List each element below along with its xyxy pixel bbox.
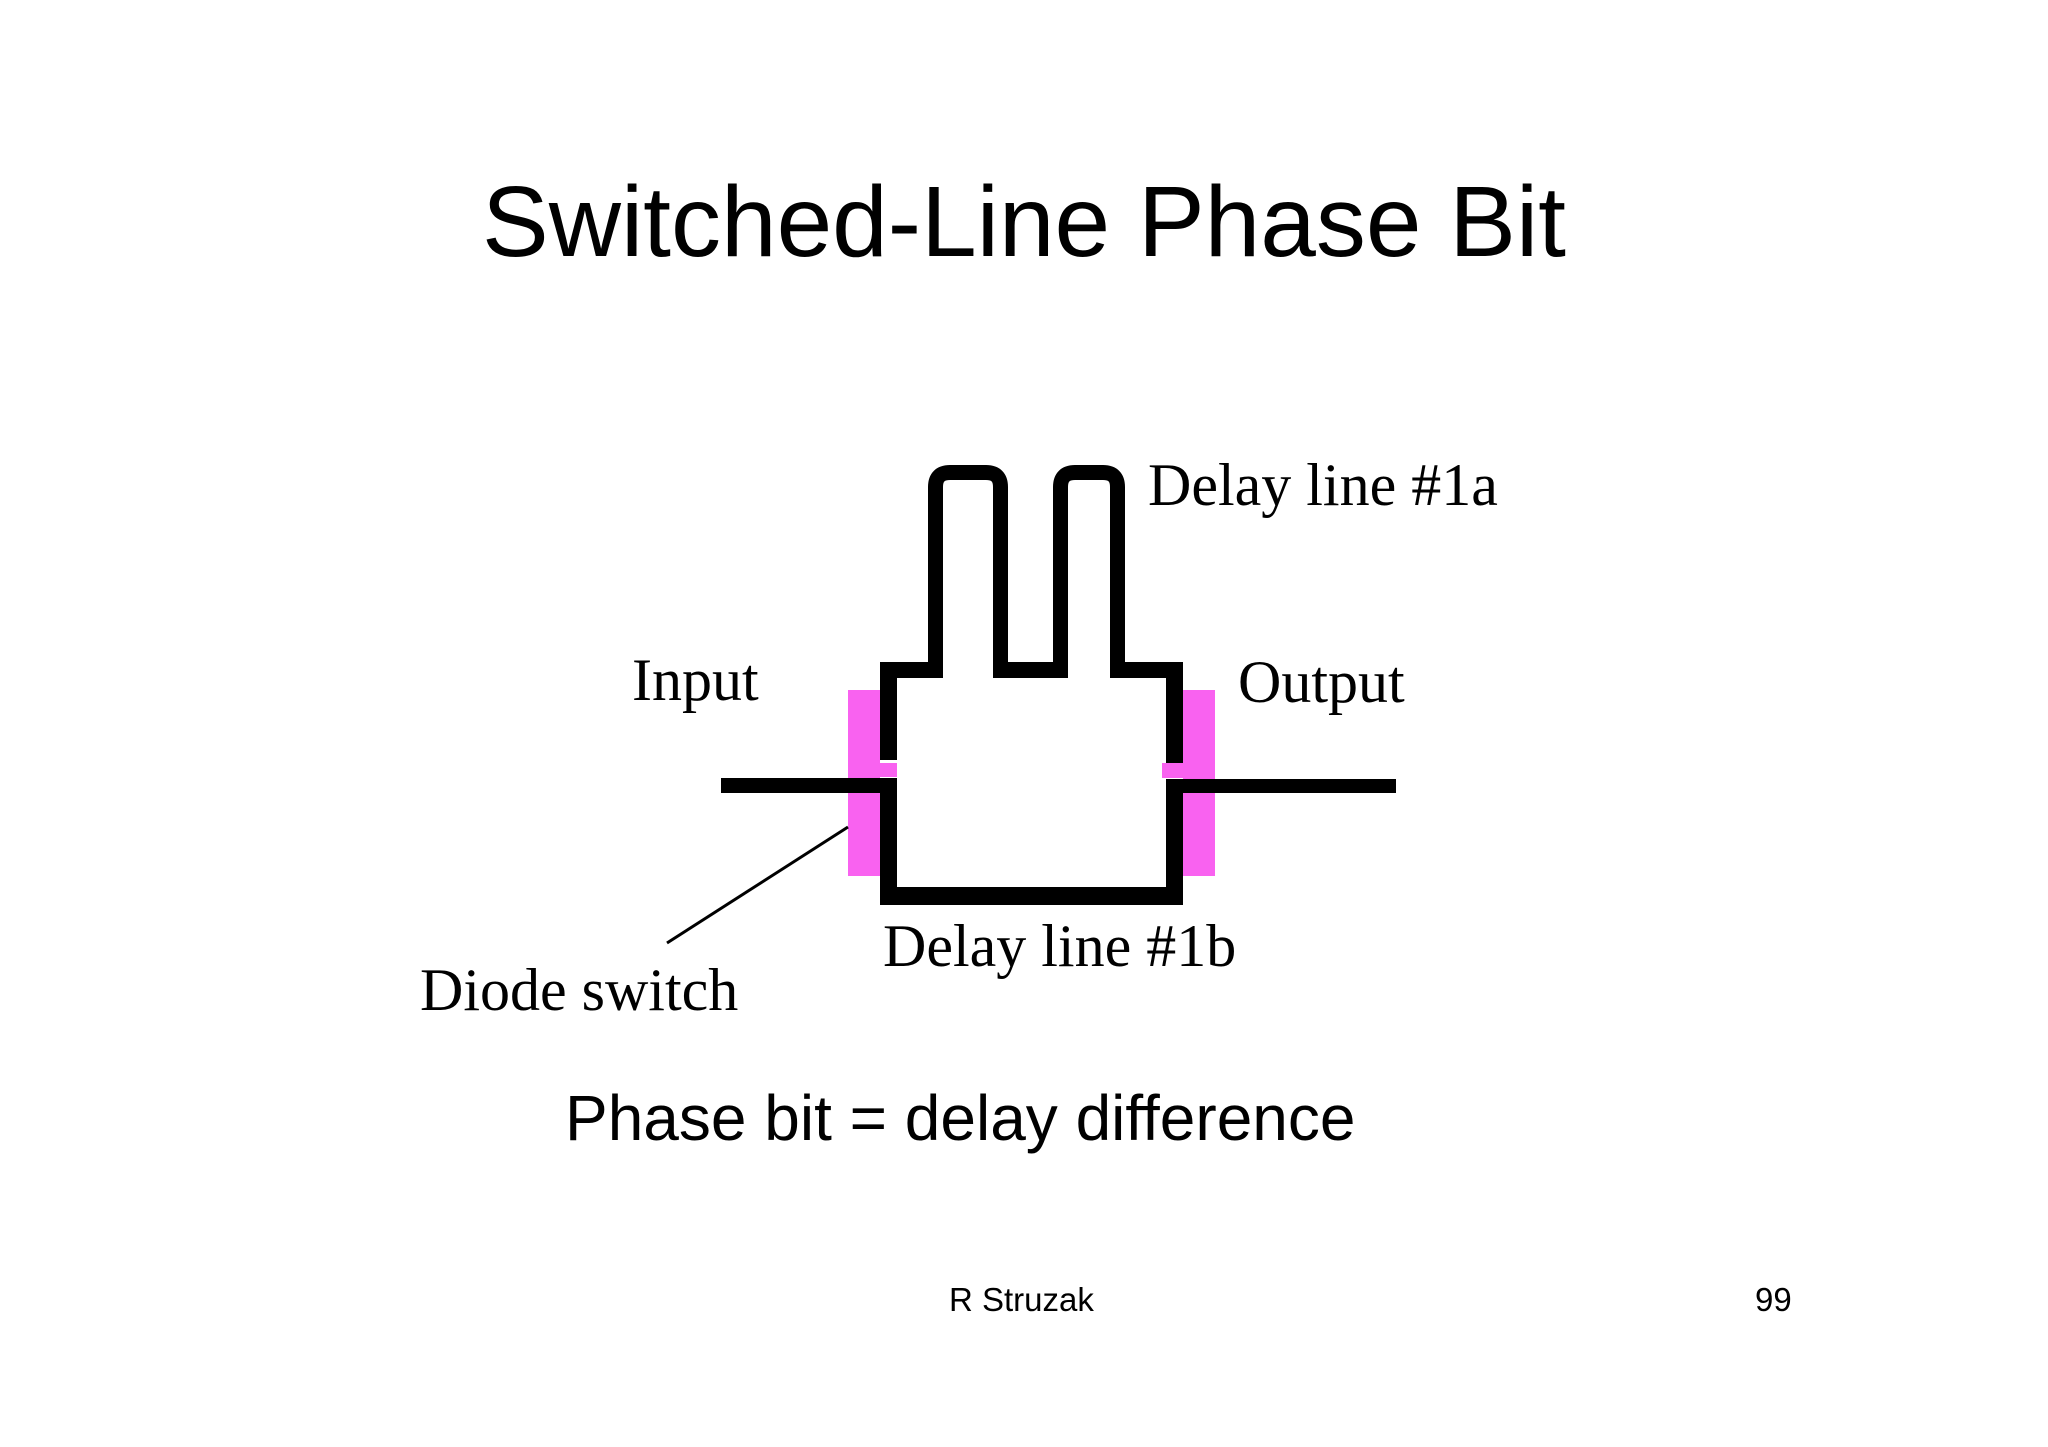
diode-switch-left-tab [848,763,897,777]
slide-title: Switched-Line Phase Bit [482,166,1566,278]
input-label: Input [632,647,759,713]
phase-bit-equation: Phase bit = delay difference [565,1082,1356,1154]
footer-author: R Struzak [949,1281,1094,1318]
box-top-wall-right [1110,662,1183,678]
delay-line-1a-label: Delay line #1a [1148,452,1498,518]
delay-line-1a-shape [928,465,1125,670]
diode-switch-right-tab [1162,763,1215,778]
circuit-box [880,662,1183,905]
diode-switch-label: Diode switch [420,957,738,1023]
output-label: Output [1238,649,1405,715]
delay-line-1b-label: Delay line #1b [883,913,1236,979]
output-line [1170,779,1396,793]
box-right-wall-lower [1166,779,1183,905]
box-right-wall-upper [1166,662,1183,763]
input-line [721,778,897,793]
diode-switch-pointer-line [666,825,849,945]
box-left-wall-lower [880,793,897,905]
delay-line-1b-shape [880,887,1183,905]
box-left-wall-upper [880,662,897,760]
page-number: 99 [1755,1281,1792,1318]
delay-loop-1 [928,465,1008,670]
delay-loop-2 [1053,465,1125,670]
box-top-wall-middle [993,662,1068,678]
